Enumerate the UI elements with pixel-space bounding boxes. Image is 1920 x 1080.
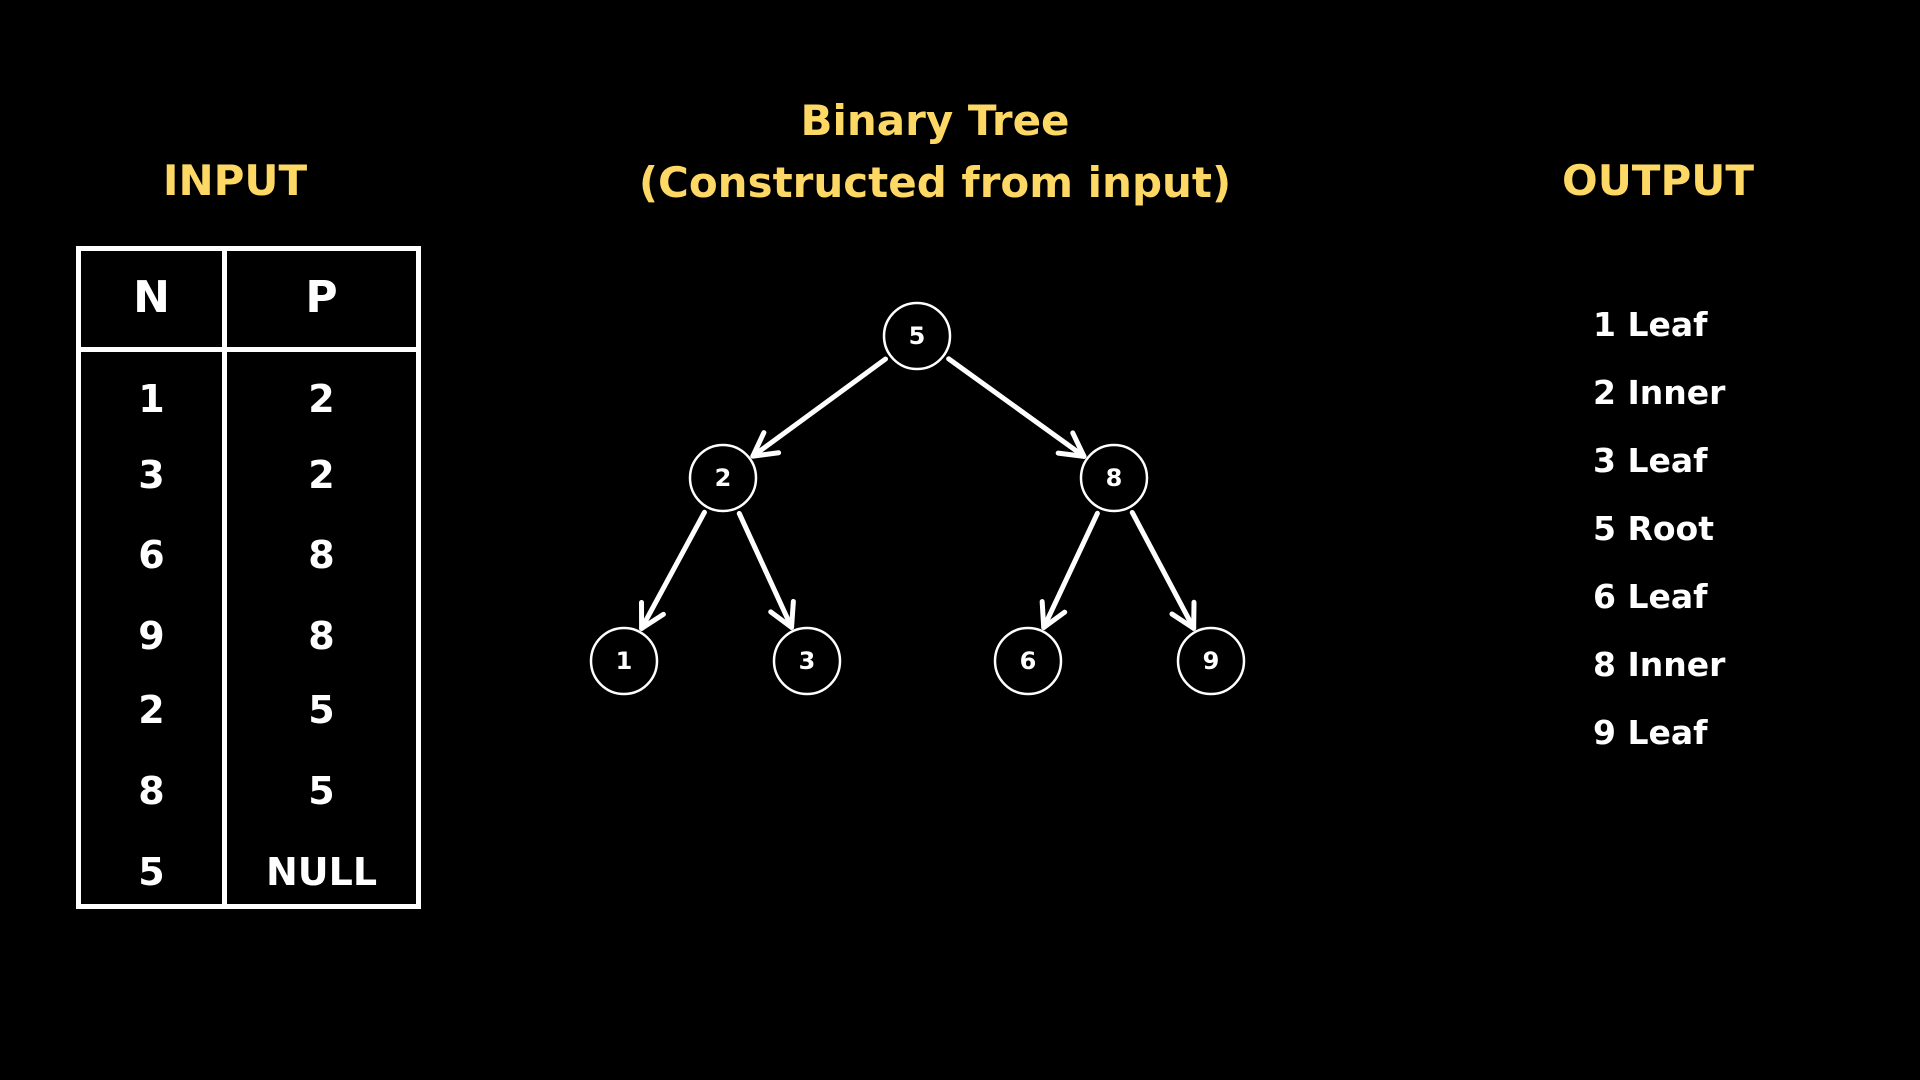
- tree-edge-arrowhead: [1055, 430, 1087, 459]
- column-header-n: N: [133, 272, 170, 323]
- column-header-p: P: [305, 272, 338, 323]
- tree-node-label: 5: [909, 322, 926, 350]
- table-cell-n: 3: [138, 453, 165, 497]
- tree-edge-arrow: [638, 509, 707, 631]
- table-cell-n: 9: [138, 614, 165, 658]
- output-item: 6 Leaf: [1593, 577, 1708, 616]
- tree-heading: Binary Tree (Constructed from input): [560, 90, 1310, 214]
- tree-node-circle: [1176, 626, 1246, 696]
- table-column-divider: [222, 251, 227, 904]
- table-cell-p: 5: [308, 769, 335, 813]
- table-cell-n: 5: [138, 850, 165, 894]
- tree-node-label: 3: [799, 647, 816, 675]
- output-item: 8 Inner: [1593, 645, 1726, 684]
- output-item: 5 Root: [1593, 509, 1714, 548]
- tree-edge-line: [946, 356, 1087, 459]
- output-heading: OUTPUT: [1562, 156, 1754, 205]
- tree-node: 6: [993, 626, 1063, 696]
- tree-node: 5: [882, 301, 952, 371]
- tree-edge-arrow: [1129, 509, 1197, 631]
- tree-edge-line: [1129, 509, 1197, 631]
- tree-node-circle: [993, 626, 1063, 696]
- output-list: 1 Leaf 2 Inner 3 Leaf 5 Root 6 Leaf 8 In…: [1593, 300, 1893, 776]
- tree-node: 1: [589, 626, 659, 696]
- table-cell-n: 6: [138, 533, 165, 577]
- tree-node: 3: [772, 626, 842, 696]
- table-cell-n: 1: [138, 377, 165, 421]
- tree-edge-arrow: [1039, 510, 1100, 631]
- table-cell-p: 8: [308, 614, 335, 658]
- tree-node-label: 8: [1106, 464, 1123, 492]
- tree-edge-arrowhead: [750, 430, 782, 459]
- input-table: N P 1 2 3 2 6 8 9 8 2 5 8 5 5 NULL: [76, 246, 421, 909]
- tree-node-circle: [772, 626, 842, 696]
- tree-edge-arrow: [736, 510, 796, 630]
- table-header-divider: [81, 347, 416, 352]
- tree-node: 9: [1176, 626, 1246, 696]
- output-item: 3 Leaf: [1593, 441, 1708, 480]
- tree-node-circle: [1079, 443, 1149, 513]
- tree-edge-arrow: [750, 356, 889, 459]
- tree-edge-arrowhead: [1169, 599, 1197, 631]
- tree-node-label: 1: [616, 647, 633, 675]
- tree-edge-arrowhead: [768, 598, 796, 630]
- tree-edge-line: [1041, 510, 1100, 631]
- table-cell-p: 5: [308, 688, 335, 732]
- table-cell-n: 8: [138, 769, 165, 813]
- tree-node-circle: [688, 443, 758, 513]
- output-item: 1 Leaf: [1593, 305, 1708, 344]
- tree-edge-line: [750, 356, 889, 459]
- tree-node: 8: [1079, 443, 1149, 513]
- table-cell-p: 2: [308, 453, 335, 497]
- tree-edge-line: [736, 510, 795, 630]
- table-cell-p: NULL: [265, 850, 378, 894]
- tree-node: 2: [688, 443, 758, 513]
- tree-nodes: 5 2 8 1 3 6 9: [589, 301, 1246, 696]
- tree-heading-line2: (Constructed from input): [638, 158, 1232, 207]
- tree-edge-arrow: [946, 356, 1087, 459]
- table-cell-p: 2: [308, 377, 335, 421]
- tree-edges: [638, 356, 1197, 631]
- table-cell-n: 2: [138, 688, 165, 732]
- tree-edge-line: [639, 509, 707, 631]
- tree-node-circle: [589, 626, 659, 696]
- input-heading: INPUT: [162, 156, 308, 205]
- tree-node-label: 9: [1203, 647, 1220, 675]
- output-item: 9 Leaf: [1593, 713, 1708, 752]
- output-item: 2 Inner: [1593, 373, 1726, 412]
- table-cell-p: 8: [308, 533, 335, 577]
- tree-node-label: 2: [715, 464, 732, 492]
- tree-node-circle: [882, 301, 952, 371]
- tree-heading-line1: Binary Tree: [800, 96, 1070, 145]
- tree-edge-arrowhead: [1039, 599, 1068, 631]
- tree-edge-arrowhead: [638, 599, 666, 631]
- tree-node-label: 6: [1020, 647, 1037, 675]
